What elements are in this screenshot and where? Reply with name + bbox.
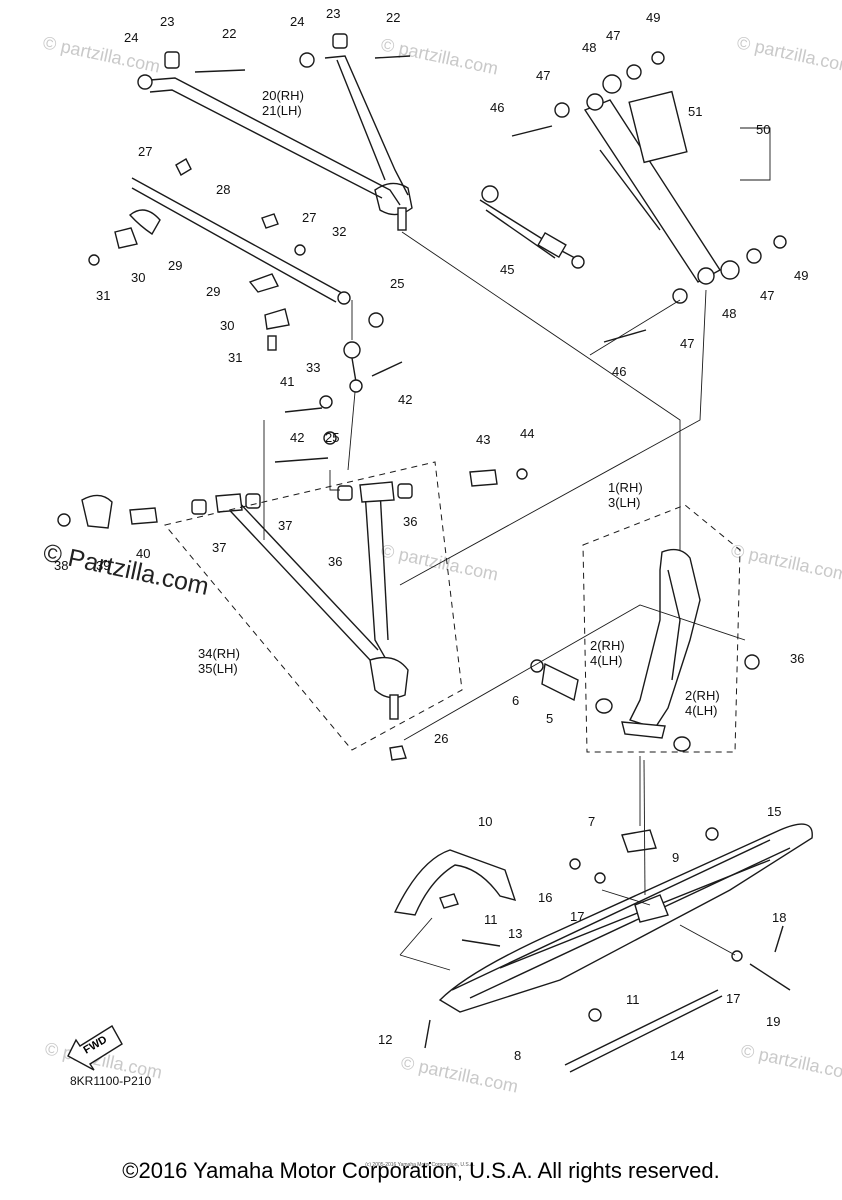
callout-11: 11	[626, 992, 640, 1007]
watermark-tile: © partzilla.com	[41, 32, 162, 76]
callout-29: 29	[168, 258, 182, 273]
callout-31: 31	[96, 288, 110, 303]
callout-27: 27	[302, 210, 316, 225]
ski-handle	[393, 849, 517, 916]
callout-37: 37	[278, 518, 292, 533]
callout-25: 25	[390, 276, 404, 291]
callout-51: 51	[688, 104, 702, 119]
watermark-tile: © partzilla.com	[399, 1052, 520, 1096]
callout-9: 9	[672, 850, 679, 865]
callout-23: 23	[160, 14, 174, 29]
diagram-code: 8KR1100-P210	[70, 1074, 152, 1088]
label-plate-51	[628, 90, 688, 164]
callout-17: 17	[726, 991, 740, 1006]
callout-7: 7	[588, 814, 595, 829]
callout-36: 36	[328, 554, 342, 569]
callout-22: 22	[386, 10, 400, 25]
callout-37: 37	[212, 540, 226, 555]
callout-11: 11	[484, 912, 498, 927]
callout-14: 14	[670, 1048, 684, 1063]
watermark-layer: © partzilla.com © partzilla.com © partzi…	[41, 32, 842, 1096]
callout-46: 46	[612, 364, 626, 379]
copyright-footer: ©2016 Yamaha Motor Corporation, U.S.A. A…	[122, 1158, 720, 1183]
callout-29: 29	[206, 284, 220, 299]
callout-41: 41	[280, 374, 294, 389]
callout-15: 15	[767, 804, 781, 819]
callout-23: 23	[326, 6, 340, 21]
callout-36: 36	[403, 514, 417, 529]
callout-45: 45	[500, 262, 514, 277]
callouts: 1(RH)3(LH) 2(RH)4(LH) 2(RH)4(LH) 5 6 7 8…	[54, 6, 808, 1063]
callout-18: 18	[772, 910, 786, 925]
callout-44: 44	[520, 426, 534, 441]
callout-16: 16	[538, 890, 552, 905]
callout-48: 48	[722, 306, 736, 321]
callout-5: 5	[546, 711, 553, 726]
callout-38: 38	[54, 558, 68, 573]
lower-arm-group-outline	[164, 461, 463, 751]
callout-47: 47	[680, 336, 694, 351]
callout-28: 28	[216, 182, 230, 197]
callout-10: 10	[478, 814, 492, 829]
tie-rod	[88, 158, 384, 351]
callout-49: 49	[646, 10, 660, 25]
callout-20-21: 20(RH)21(LH)	[262, 88, 304, 118]
callout-34-35: 34(RH)35(LH)	[198, 646, 240, 676]
callout-1-3: 1(RH)3(LH)	[608, 480, 643, 510]
callout-2-4: 2(RH)4(LH)	[590, 638, 625, 668]
lower-a-arm	[57, 468, 528, 761]
callout-31: 31	[228, 350, 242, 365]
callout-22: 22	[222, 26, 236, 41]
leader-lines	[263, 231, 746, 971]
callout-43: 43	[476, 432, 490, 447]
callout-24: 24	[290, 14, 304, 29]
callout-47: 47	[536, 68, 550, 83]
callout-30: 30	[220, 318, 234, 333]
spindle-group-outline	[582, 504, 741, 753]
callout-30: 30	[131, 270, 145, 285]
callout-39: 39	[96, 558, 110, 573]
callout-27: 27	[138, 144, 152, 159]
callout-42: 42	[398, 392, 412, 407]
watermark-tile: © partzilla.com	[735, 32, 842, 76]
callout-2-4: 2(RH)4(LH)	[685, 688, 720, 718]
callout-50: 50	[756, 122, 770, 137]
callout-26: 26	[434, 731, 448, 746]
callout-48: 48	[582, 40, 596, 55]
ski-spindle	[530, 548, 760, 752]
callout-33: 33	[306, 360, 320, 375]
ski	[424, 823, 813, 1073]
callout-13: 13	[508, 926, 522, 941]
callout-46: 46	[490, 100, 504, 115]
link-33	[274, 341, 403, 463]
callout-36: 36	[790, 651, 804, 666]
tiny-credit: (c) 2005-2016 Yamaha Motor Corporation, …	[365, 1162, 475, 1168]
tool-45	[479, 185, 585, 269]
callout-47: 47	[606, 28, 620, 43]
callout-6: 6	[512, 693, 519, 708]
callout-24: 24	[124, 30, 138, 45]
callout-49: 49	[794, 268, 808, 283]
watermark-tile: © partzilla.com	[379, 540, 500, 584]
shock-absorber	[511, 51, 787, 343]
watermark-tile: © partzilla.com	[739, 1040, 842, 1084]
upper-a-arm	[137, 33, 413, 231]
callout-32: 32	[332, 224, 346, 239]
callout-17: 17	[570, 909, 584, 924]
callout-12: 12	[378, 1032, 392, 1047]
callout-40: 40	[136, 546, 150, 561]
watermark-tile: © partzilla.com	[729, 540, 842, 584]
callout-19: 19	[766, 1014, 780, 1029]
callout-42: 42	[290, 430, 304, 445]
callout-25: 25	[325, 430, 339, 445]
callout-47: 47	[760, 288, 774, 303]
callout-8: 8	[514, 1048, 521, 1063]
